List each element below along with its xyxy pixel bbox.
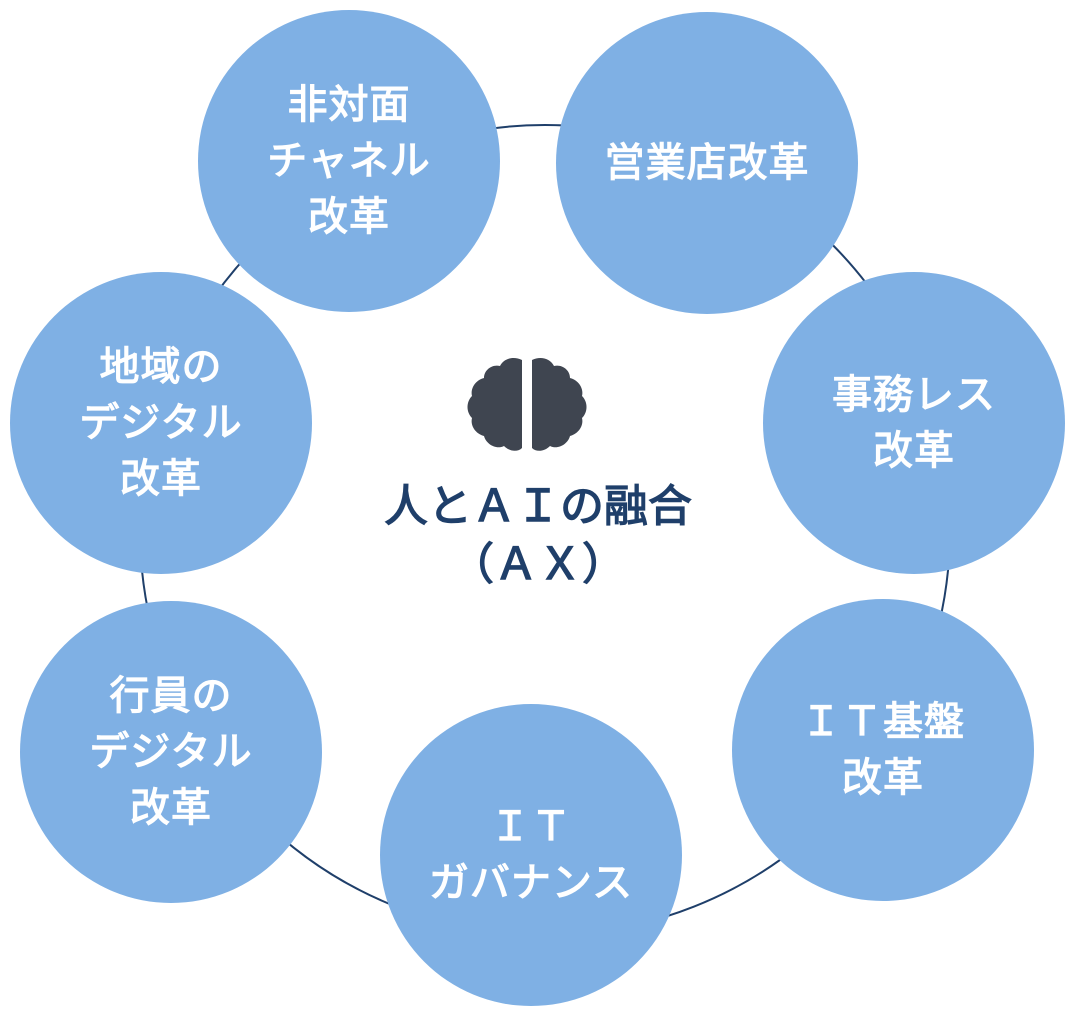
node-it-governance: ＩＴ ガバナンス	[380, 704, 682, 1006]
node-label: 地域の デジタル 改革	[79, 344, 243, 502]
node-it-infrastructure-reform: ＩＴ基盤 改革	[732, 599, 1034, 901]
node-non-face-channel-reform: 非対面 チャネル 改革	[198, 10, 500, 312]
node-label: 営業店改革	[604, 140, 810, 186]
center-title: 人とＡＩの融合 （ＡＸ）	[384, 481, 692, 590]
brain-icon	[467, 358, 587, 451]
node-label: 行員の デジタル 改革	[89, 673, 253, 831]
node-regional-digital-reform: 地域の デジタル 改革	[10, 272, 312, 574]
node-branch-reform: 営業店改革	[556, 12, 858, 314]
node-paperless-reform: 事務レス 改革	[763, 272, 1065, 574]
node-label: 非対面 チャネル 改革	[267, 82, 431, 240]
node-label: 事務レス 改革	[832, 372, 996, 474]
node-label: ＩＴ基盤 改革	[801, 699, 965, 801]
node-label: ＩＴ ガバナンス	[428, 804, 634, 906]
node-staff-digital-reform: 行員の デジタル 改革	[20, 601, 322, 903]
